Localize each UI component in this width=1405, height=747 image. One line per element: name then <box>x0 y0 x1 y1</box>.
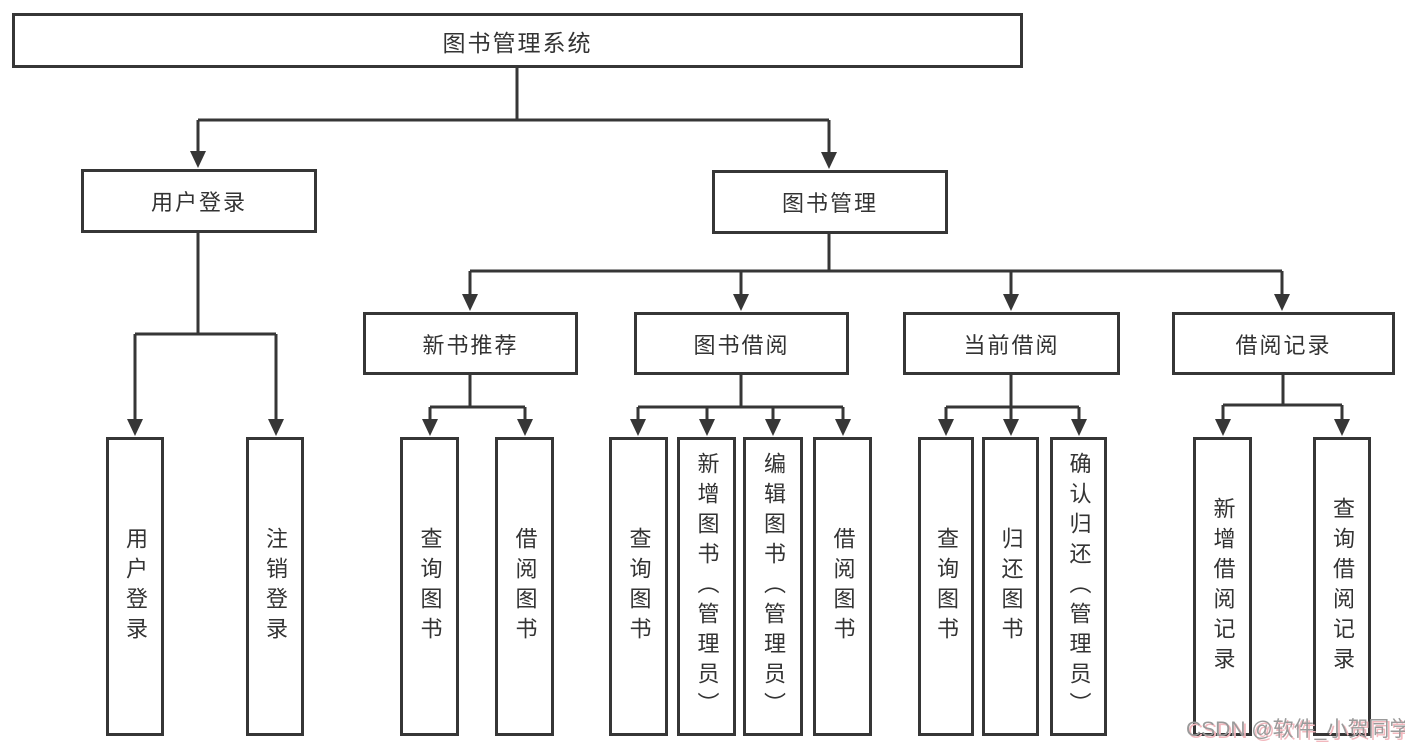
leaf-query-books-recommend: 查询图书 <box>400 437 459 736</box>
arrowhead-icon <box>630 419 646 436</box>
leaf-edit-books-admin: 编辑图书（管理员） <box>743 437 803 736</box>
node-root-system: 图书管理系统 <box>12 13 1023 68</box>
leaf-logout: 注销登录 <box>246 437 304 736</box>
arrowhead-icon <box>765 419 781 436</box>
leaf-query-books-borrowing: 查询图书 <box>609 437 668 736</box>
arrowhead-icon <box>127 419 143 436</box>
leaf-add-books-admin: 新增图书（管理员） <box>677 437 736 736</box>
csdn-watermark: CSDN @软件_小贺同学 <box>1186 718 1405 741</box>
arrowhead-icon <box>517 419 533 436</box>
arrowhead-icon <box>835 419 851 436</box>
leaf-confirm-return-admin: 确认归还（管理员） <box>1050 437 1107 736</box>
arrowhead-icon <box>938 419 954 436</box>
arrowhead-icon <box>1003 294 1019 311</box>
arrowhead-icon <box>1274 294 1290 311</box>
node-current-borrowing: 当前借阅 <box>903 312 1120 375</box>
arrowhead-icon <box>1215 419 1231 436</box>
leaf-query-borrow-record: 查询借阅记录 <box>1313 437 1371 736</box>
node-user-login: 用户登录 <box>81 169 317 233</box>
leaf-user-login: 用户登录 <box>106 437 164 736</box>
leaf-borrow-books: 借阅图书 <box>813 437 872 736</box>
node-book-borrowing: 图书借阅 <box>634 312 849 375</box>
node-new-book-recommend: 新书推荐 <box>363 312 578 375</box>
arrowhead-icon <box>422 419 438 436</box>
arrowhead-icon <box>699 419 715 436</box>
arrowhead-icon <box>268 419 284 436</box>
leaf-query-books-current: 查询图书 <box>918 437 974 736</box>
arrowhead-icon <box>733 294 749 311</box>
arrowhead-icon <box>1071 419 1087 436</box>
arrowhead-icon <box>190 151 206 168</box>
leaf-return-books: 归还图书 <box>982 437 1039 736</box>
node-book-management: 图书管理 <box>712 170 948 234</box>
leaf-add-borrow-record: 新增借阅记录 <box>1193 437 1252 736</box>
arrowhead-icon <box>1334 419 1350 436</box>
arrowhead-icon <box>462 294 478 311</box>
arrowhead-icon <box>821 152 837 169</box>
arrowhead-icon <box>1003 419 1019 436</box>
leaf-borrow-books-recommend: 借阅图书 <box>495 437 554 736</box>
node-borrowing-records: 借阅记录 <box>1172 312 1395 375</box>
